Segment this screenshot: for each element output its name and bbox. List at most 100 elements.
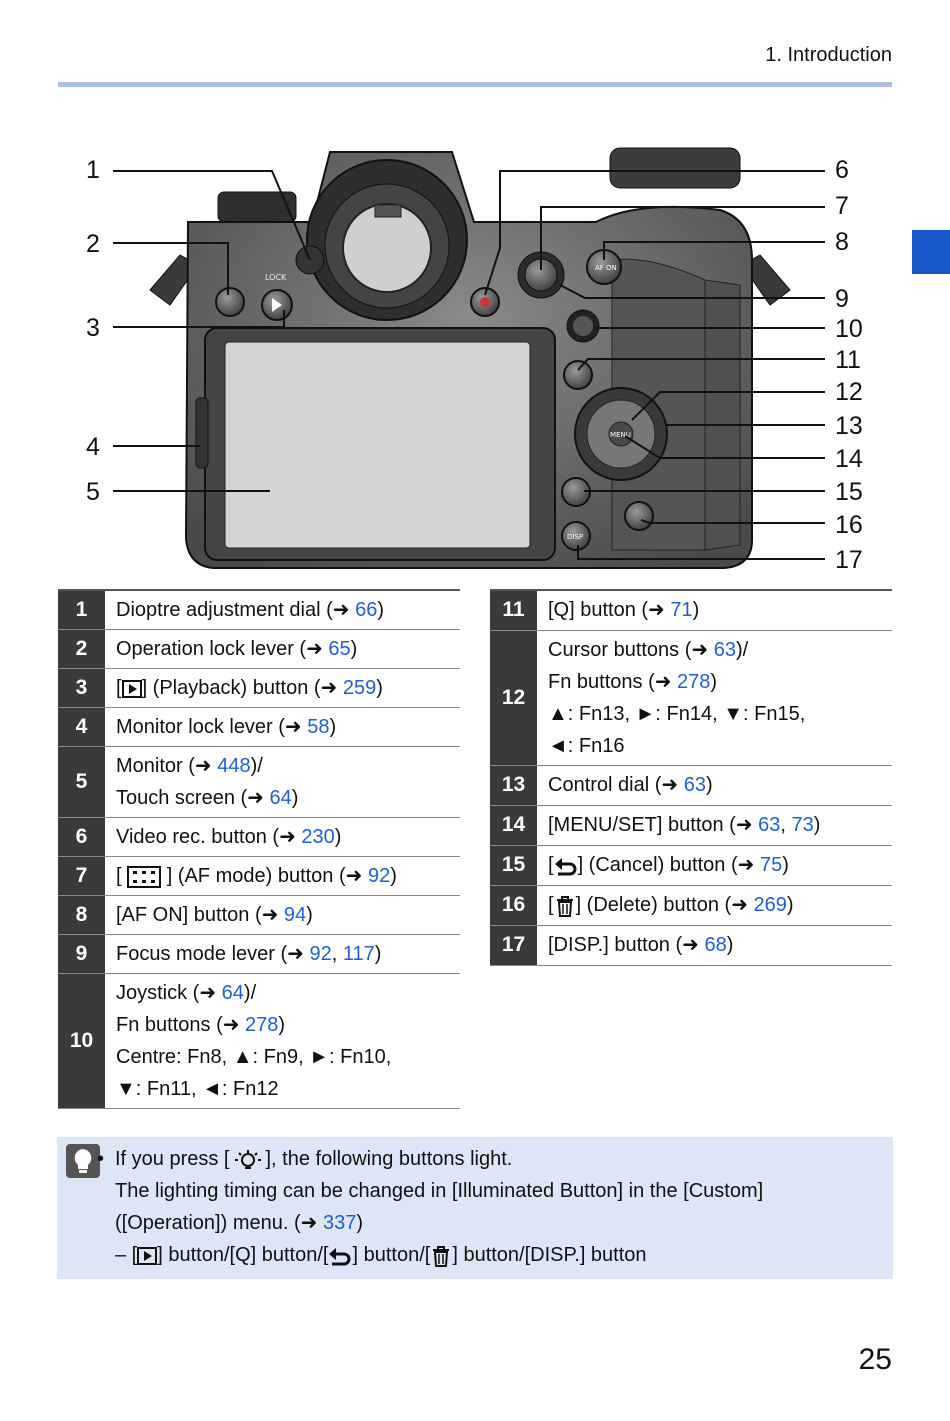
section-title: 1. Introduction [765, 44, 892, 66]
af-mode-icon [127, 865, 162, 888]
page-link[interactable]: 448 [217, 755, 251, 777]
row-number: 7 [58, 856, 105, 896]
table-row: 16 [] (Delete) button (➜ 269) [490, 885, 892, 925]
row-number: 4 [58, 707, 105, 747]
row-text: [] (Delete) button (➜ 269) [548, 894, 794, 917]
tip-text: • If you press [], the following buttons… [97, 1143, 763, 1271]
table-row: 7 [ ] (AF mode) button (➜ 92) [58, 856, 460, 896]
page-link[interactable]: 58 [307, 716, 330, 738]
row-text: Control dial (➜ 63) [548, 774, 713, 796]
page-link[interactable]: 117 [342, 943, 375, 965]
page-link[interactable]: 92 [309, 943, 332, 965]
row-number: 11 [490, 590, 537, 630]
callout-13: 13 [835, 412, 863, 440]
row-text: Operation lock lever (➜ 65) [116, 638, 358, 660]
table-row: 1 Dioptre adjustment dial (➜ 66) [58, 590, 460, 630]
page-link[interactable]: 66 [355, 599, 378, 621]
menu-label: MENU [610, 431, 631, 439]
row-number: 1 [58, 590, 105, 630]
row-text: [ ] (AF mode) button (➜ 92) [116, 865, 397, 888]
row-number: 8 [58, 895, 105, 935]
table-row: 12 Cursor buttons (➜ 63)/Fn buttons (➜ 2… [490, 630, 892, 765]
row-text: Cursor buttons (➜ 63)/Fn buttons (➜ 278)… [548, 638, 806, 757]
page-number: 25 [858, 1343, 892, 1376]
callout-16: 16 [835, 511, 863, 539]
row-text: Monitor lock lever (➜ 58) [116, 716, 337, 738]
callout-8: 8 [835, 228, 849, 256]
table-row: 2 Operation lock lever (➜ 65) [58, 629, 460, 669]
callout-1: 1 [86, 156, 100, 184]
row-text: Focus mode lever (➜ 92, 117) [116, 943, 382, 965]
page-link[interactable]: 75 [759, 854, 783, 876]
row-text: [] (Cancel) button (➜ 75) [548, 854, 789, 876]
row-text: Monitor (➜ 448)/Touch screen (➜ 64) [116, 755, 299, 809]
page-link[interactable]: 71 [670, 599, 693, 622]
page-link[interactable]: 269 [753, 894, 787, 916]
page-link[interactable]: 92 [367, 865, 391, 887]
row-number: 14 [490, 805, 537, 845]
page-link[interactable]: 278 [677, 670, 711, 693]
page-link[interactable]: 337 [322, 1212, 357, 1234]
cancel-icon [329, 1247, 351, 1266]
row-text: Video rec. button (➜ 230) [116, 826, 342, 848]
callout-12: 12 [835, 378, 863, 406]
table-row: 9 Focus mode lever (➜ 92, 117) [58, 934, 460, 974]
table-row: 6 Video rec. button (➜ 230) [58, 817, 460, 857]
table-row: 5 Monitor (➜ 448)/Touch screen (➜ 64) [58, 746, 460, 818]
table-row: 3 [] (Playback) button (➜ 259) [58, 668, 460, 708]
page-link[interactable]: 64 [269, 787, 292, 809]
row-number: 10 [58, 973, 105, 1109]
playback-icon [121, 679, 142, 698]
page-link[interactable]: 73 [791, 814, 814, 836]
afon-label: AF ON [595, 264, 617, 272]
parts-table-left: 1 Dioptre adjustment dial (➜ 66) 2 Opera… [58, 589, 460, 1109]
page-link[interactable]: 94 [283, 904, 307, 926]
row-number: 16 [490, 885, 537, 925]
row-text: Joystick (➜ 64)/Fn buttons (➜ 278)Centre… [116, 982, 392, 1100]
table-row: 8 [AF ON] button (➜ 94) [58, 895, 460, 935]
chapter-tab[interactable] [912, 230, 950, 274]
table-row: 13 Control dial (➜ 63) [490, 765, 892, 805]
lightbulb-icon [66, 1144, 100, 1178]
row-text: [MENU/SET] button (➜ 63, 73) [548, 814, 821, 836]
page-link[interactable]: 259 [342, 677, 377, 699]
page-link[interactable]: 230 [301, 826, 335, 848]
table-row: 15 [] (Cancel) button (➜ 75) [490, 845, 892, 885]
row-text: [DISP.] button (➜ 68) [548, 934, 734, 956]
callout-17: 17 [835, 546, 863, 574]
row-text: [] (Playback) button (➜ 259) [116, 677, 383, 699]
page-link[interactable]: 65 [328, 638, 351, 660]
callout-10: 10 [835, 315, 863, 343]
row-number: 17 [490, 925, 537, 965]
parts-table-right: 11 [Q] button (➜ 71) 12 Cursor buttons (… [490, 589, 892, 966]
callout-14: 14 [835, 445, 863, 473]
table-row: 10 Joystick (➜ 64)/Fn buttons (➜ 278)Cen… [58, 973, 460, 1109]
page-link[interactable]: 68 [704, 934, 727, 956]
row-number: 2 [58, 629, 105, 669]
lock-label: LOCK [265, 273, 287, 282]
row-text: [Q] button (➜ 71) [548, 599, 700, 622]
page-link[interactable]: 63 [683, 774, 706, 796]
callout-6: 6 [835, 156, 849, 184]
row-text: [AF ON] button (➜ 94) [116, 904, 313, 926]
callout-2: 2 [86, 230, 100, 258]
page-link[interactable]: 278 [245, 1014, 279, 1036]
row-text: Dioptre adjustment dial (➜ 66) [116, 599, 385, 621]
row-number: 3 [58, 668, 105, 708]
table-row: 14 [MENU/SET] button (➜ 63, 73) [490, 805, 892, 845]
callout-5: 5 [86, 478, 100, 506]
row-number: 13 [490, 765, 537, 805]
table-row: 4 Monitor lock lever (➜ 58) [58, 707, 460, 747]
disp-label: DISP [567, 533, 583, 541]
callout-3: 3 [86, 314, 100, 342]
page-link[interactable]: 63 [758, 814, 781, 836]
callout-11: 11 [835, 346, 861, 374]
page-header: 1. Introduction [58, 40, 892, 87]
row-number: 5 [58, 746, 105, 818]
callout-9: 9 [835, 285, 849, 313]
bullet-icon: • [97, 1148, 105, 1170]
row-number: 9 [58, 934, 105, 974]
page-link[interactable]: 63 [713, 638, 736, 661]
page-link[interactable]: 64 [221, 982, 244, 1004]
callout-4: 4 [86, 433, 100, 461]
